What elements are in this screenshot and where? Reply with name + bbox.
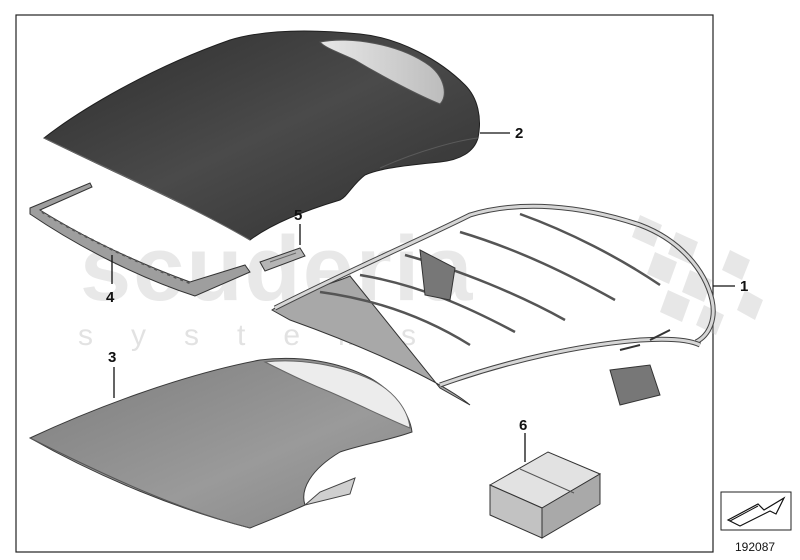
direction-arrow-icon — [726, 496, 786, 527]
frame-icon — [271, 203, 716, 406]
trim-strip-icon — [29, 182, 251, 297]
diagram-id-box: 192087 — [720, 491, 792, 554]
callout-1: 1 — [740, 278, 748, 295]
checkered-flag-icon — [632, 215, 763, 335]
callouts: 2 1 4 5 3 6 — [106, 125, 748, 434]
headliner-icon — [28, 357, 413, 529]
parts-box-icon — [488, 451, 602, 539]
diagram-border — [15, 14, 714, 553]
watermark: scuderia systems — [78, 215, 763, 352]
soft-top-cover-icon — [43, 30, 480, 241]
callout-2: 2 — [515, 125, 523, 142]
small-bracket-icon — [259, 247, 306, 272]
callout-6: 6 — [519, 417, 527, 434]
diagram-id: 192087 — [735, 540, 775, 554]
leader-lines — [111, 132, 735, 462]
callout-3: 3 — [108, 349, 116, 366]
callout-5: 5 — [294, 207, 302, 224]
callout-4: 4 — [106, 289, 115, 306]
